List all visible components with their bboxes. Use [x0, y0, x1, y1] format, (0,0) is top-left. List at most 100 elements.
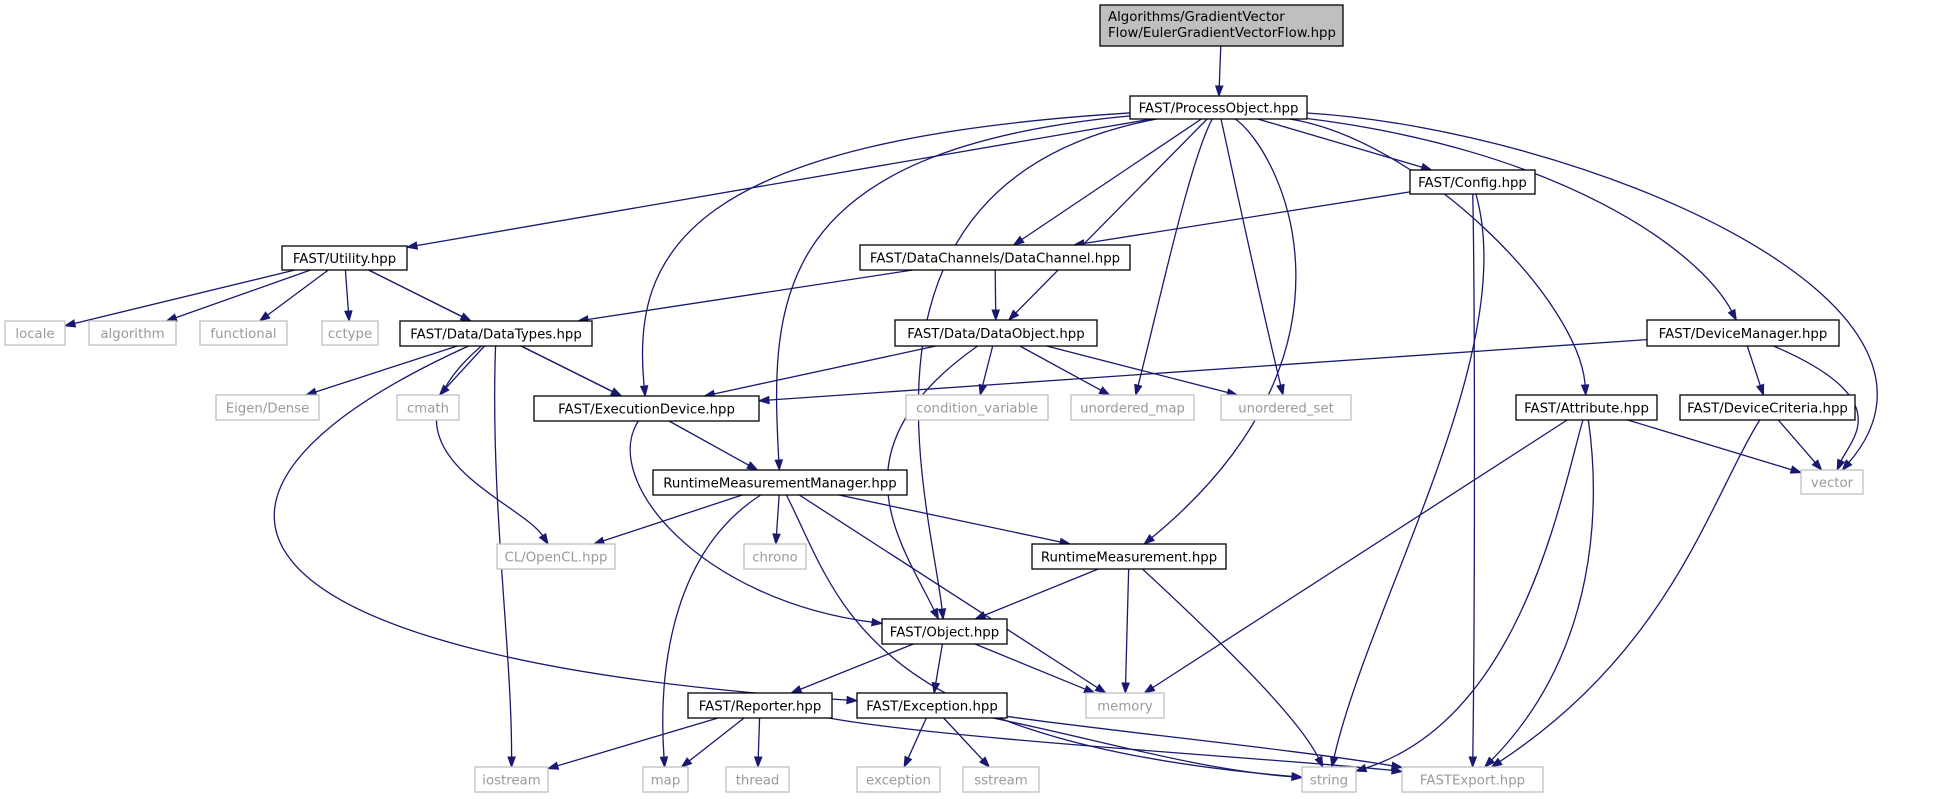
node-box — [687, 692, 833, 719]
node-datachannel[interactable]: FAST/DataChannels/DataChannel.hpp — [859, 244, 1131, 271]
edge-arrowhead — [937, 608, 947, 621]
node-label: FAST/Attribute.hpp — [1524, 402, 1649, 417]
edge-line — [934, 643, 944, 685]
edge-arrowhead — [1756, 383, 1765, 397]
nodes-layer: Algorithms/GradientVectorFlow/EulerGradi… — [4, 4, 1864, 793]
node-box — [474, 766, 549, 793]
node-rtmm[interactable]: RuntimeMeasurementManager.hpp — [652, 469, 908, 496]
edge-datatypes-to-exception — [273, 345, 859, 705]
edge-arrowhead — [304, 387, 318, 396]
edge-arrowhead — [1468, 756, 1478, 769]
edge-utility-to-locale — [63, 269, 296, 328]
edge-process-to-datachannel — [1012, 118, 1202, 246]
edge-line — [1218, 45, 1222, 88]
node-uset: unordered_set — [1220, 394, 1352, 421]
node-reporter[interactable]: FAST/Reporter.hpp — [687, 692, 833, 719]
node-algorithm: algorithm — [88, 320, 177, 346]
node-box — [1409, 169, 1536, 195]
node-datatypes[interactable]: FAST/Data/DataTypes.hpp — [399, 320, 593, 347]
node-label: iostream — [482, 774, 540, 789]
node-box — [652, 469, 908, 496]
node-box — [496, 543, 616, 570]
edge-root-to-process — [1214, 45, 1224, 98]
edge-line — [629, 420, 874, 623]
node-devicemanager[interactable]: FAST/DeviceManager.hpp — [1646, 319, 1840, 347]
node-object[interactable]: FAST/Object.hpp — [881, 618, 1008, 645]
node-label: cctype — [328, 327, 372, 342]
edge-line — [435, 345, 544, 537]
edge-line — [1490, 419, 1595, 762]
edge-line — [757, 717, 761, 759]
edge-arrowhead — [1836, 458, 1846, 472]
node-label: algorithm — [100, 327, 164, 342]
node-box — [1031, 543, 1227, 570]
node-exception[interactable]: FAST/Exception.hpp — [856, 692, 1008, 719]
node-label: RuntimeMeasurement.hpp — [1041, 551, 1217, 566]
node-root[interactable]: Algorithms/GradientVectorFlow/EulerGradi… — [1099, 4, 1344, 47]
node-box — [1800, 469, 1864, 495]
node-box — [894, 319, 1098, 347]
edge-datatypes-to-cmath — [438, 345, 485, 397]
edge-process-to-vector — [1306, 112, 1878, 472]
edge-arrowhead — [1214, 85, 1224, 98]
edge-arrowhead — [1841, 459, 1853, 472]
edge-arrowhead — [1789, 465, 1803, 474]
node-process[interactable]: FAST/ProcessObject.hpp — [1129, 95, 1308, 120]
edge-line — [1082, 191, 1411, 245]
edge-line — [1498, 419, 1761, 763]
edge-reporter-to-thread — [753, 717, 763, 769]
node-label: sstream — [974, 774, 1028, 789]
edge-utility-to-cctype — [344, 269, 353, 323]
node-box — [321, 320, 379, 346]
edge-line — [1046, 345, 1229, 394]
edge-exception-to-exceptionstd — [903, 717, 927, 769]
node-box — [281, 245, 408, 271]
edge-process-to-utility — [405, 118, 1152, 250]
edge-object-to-memory — [974, 643, 1096, 694]
edge-arrowhead — [1083, 685, 1096, 694]
node-box — [743, 543, 807, 570]
node-box — [905, 394, 1049, 421]
node-opencl: CL/OpenCL.hpp — [496, 543, 616, 570]
edge-attribute-to-fastexport — [1483, 419, 1595, 769]
node-sstream: sstream — [962, 766, 1040, 793]
edge-arrowhead — [1276, 383, 1285, 397]
node-label: memory — [1097, 700, 1153, 715]
node-box — [1646, 319, 1840, 347]
edge-line — [520, 345, 614, 393]
node-label: FAST/Data/DataObject.hpp — [907, 327, 1084, 342]
edge-line — [1019, 345, 1103, 392]
edge-dataobject-to-umap — [1019, 345, 1111, 396]
node-label: thread — [736, 774, 780, 789]
node-label: condition_variable — [916, 402, 1038, 417]
edge-line — [1150, 118, 1297, 539]
edge-devicemanager-to-execdevice — [757, 338, 1648, 405]
edge-rtmm-to-map — [659, 494, 761, 769]
node-devicecriteria[interactable]: FAST/DeviceCriteria.hpp — [1679, 394, 1856, 421]
node-box — [642, 766, 689, 793]
node-attribute[interactable]: FAST/Attribute.hpp — [1515, 394, 1658, 421]
node-label-line: Algorithms/GradientVector — [1108, 10, 1285, 25]
edge-line — [907, 717, 927, 760]
edge-reporter-to-iostream — [546, 717, 719, 770]
node-execdevice[interactable]: FAST/ExecutionDevice.hpp — [533, 395, 760, 422]
edge-arrowhead — [979, 756, 991, 769]
edge-arrowhead — [165, 313, 178, 322]
node-utility[interactable]: FAST/Utility.hpp — [281, 245, 408, 271]
node-map: map — [642, 766, 689, 793]
edge-arrowhead — [1727, 308, 1737, 322]
edge-rtm-to-memory — [1121, 568, 1130, 695]
node-dataobject[interactable]: FAST/Data/DataObject.hpp — [894, 319, 1098, 347]
node-rtm[interactable]: RuntimeMeasurement.hpp — [1031, 543, 1227, 570]
edge-devicemanager-to-devicecriteria — [1746, 345, 1765, 397]
edge-arrowhead — [973, 611, 987, 620]
edge-line — [838, 494, 1062, 543]
edge-execdevice-to-rtmm — [668, 420, 759, 471]
edge-arrowhead — [929, 607, 940, 621]
edge-reporter-to-map — [680, 717, 745, 768]
edge-arrowhead — [1007, 309, 1020, 322]
edge-line — [415, 118, 1152, 247]
node-config[interactable]: FAST/Config.hpp — [1409, 169, 1536, 195]
node-label: chrono — [752, 551, 798, 566]
edge-line — [1020, 118, 1202, 241]
